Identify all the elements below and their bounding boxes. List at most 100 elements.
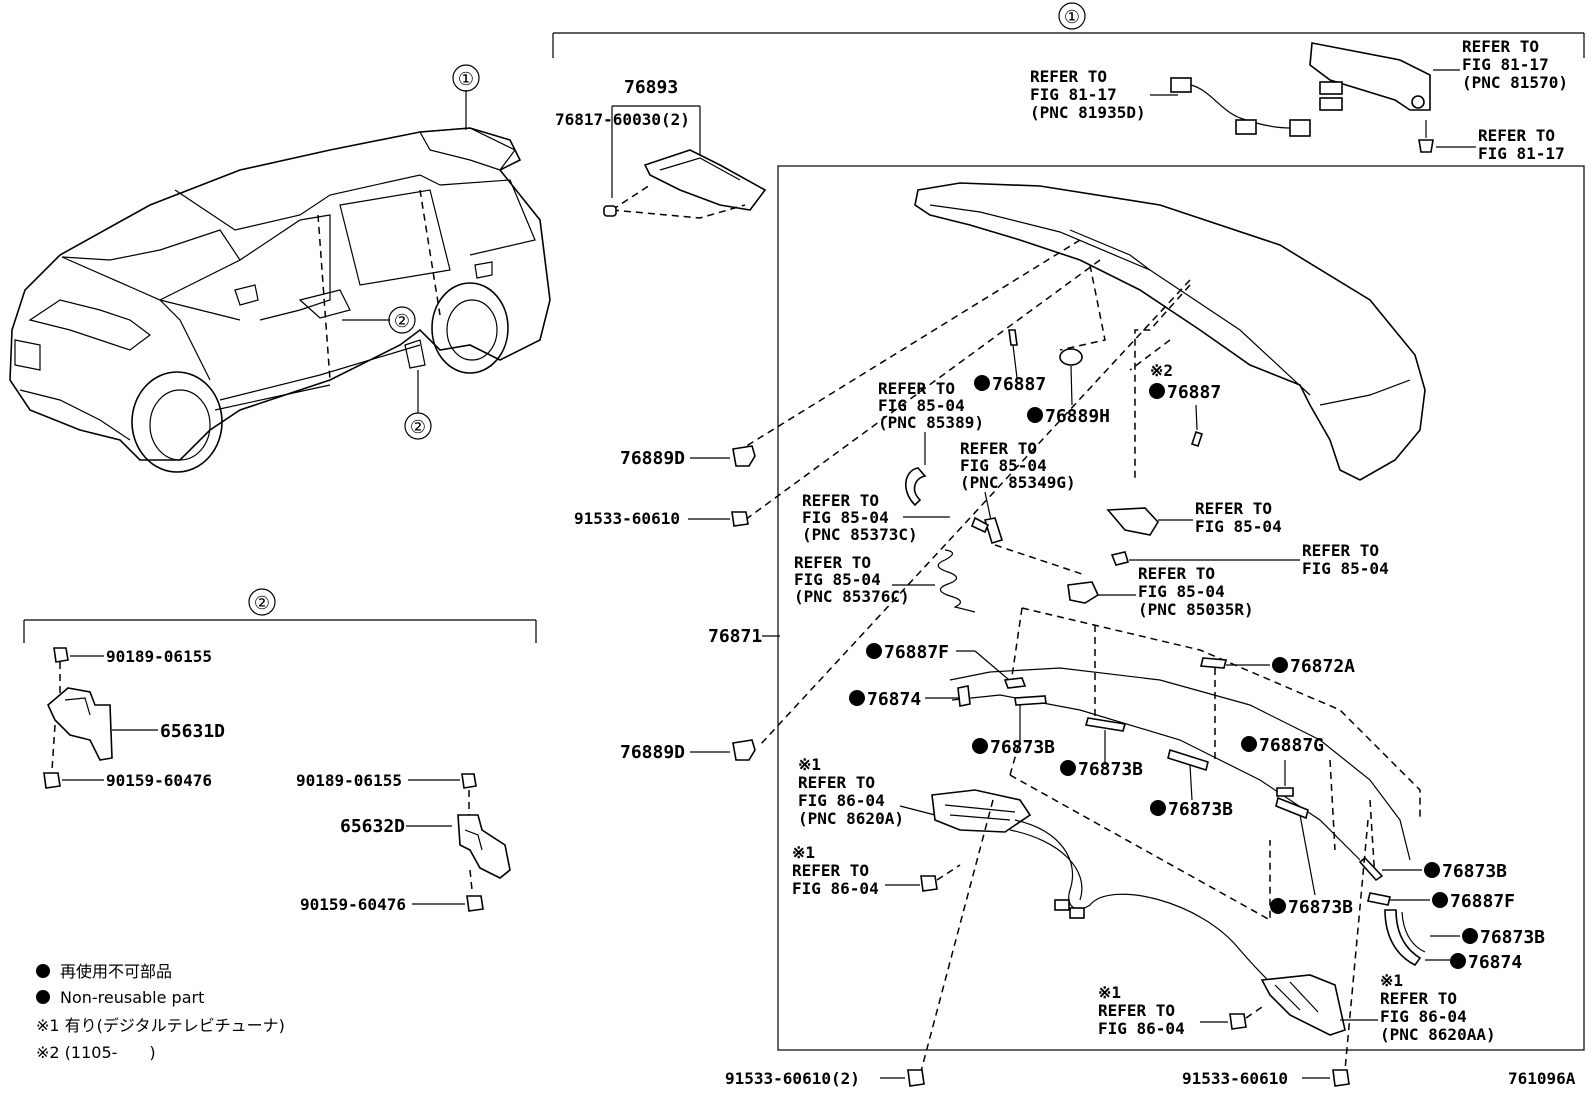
part-91533-60610-upper: 91533-60610 <box>574 509 749 528</box>
part-76871-label: 76871 <box>708 626 780 647</box>
svg-text:76874: 76874 <box>867 689 921 710</box>
svg-text:(PNC 8620AA): (PNC 8620AA) <box>1380 1025 1496 1044</box>
svg-text:FIG 85-04: FIG 85-04 <box>1302 559 1389 578</box>
svg-text:76873B: 76873B <box>1168 799 1233 820</box>
figure-code: 761096A <box>1508 1069 1576 1088</box>
hose-85389: REFER TO FIG 85-04 (PNC 85389) <box>878 379 984 507</box>
svg-text:FIG 85-04: FIG 85-04 <box>1195 517 1282 536</box>
svg-text:76873B: 76873B <box>990 737 1055 758</box>
svg-text:(PNC 85035R): (PNC 85035R) <box>1138 600 1254 619</box>
svg-text:※1: ※1 <box>1098 983 1121 1002</box>
part-76872A: 76872A <box>1199 656 1355 677</box>
svg-text:76887: 76887 <box>1167 382 1221 403</box>
svg-text:REFER TO: REFER TO <box>1138 564 1215 583</box>
svg-text:(PNC 85376C): (PNC 85376C) <box>794 587 910 606</box>
callout-2-vehicle-door: ② <box>388 306 416 334</box>
part-90189-06155-a: 90189-06155 <box>53 647 212 700</box>
part-91533-60610-lower-right: 91533-60610 <box>1182 819 1369 1088</box>
svg-text:REFER TO: REFER TO <box>960 439 1037 458</box>
part-76873B-4: 76873B <box>1270 796 1353 918</box>
rear-spoiler-76871 <box>739 182 1426 746</box>
callout-2-vehicle-step: ② <box>404 412 432 440</box>
svg-text:76887F: 76887F <box>1450 891 1515 912</box>
part-76873B-3: 76873B <box>1150 748 1233 820</box>
part-76889D-upper: 76889D <box>620 445 756 469</box>
legend: 再使用不可部品 Non-reusable part ※1 有り(デジタルテレビチ… <box>36 962 285 1062</box>
svg-text:76871: 76871 <box>708 626 762 647</box>
svg-text:90189-06155: 90189-06155 <box>296 771 402 790</box>
svg-text:65631D: 65631D <box>160 721 225 742</box>
svg-text:FIG 86-04: FIG 86-04 <box>792 879 879 898</box>
svg-text:②: ② <box>410 417 426 438</box>
spoiler-cover-lower <box>949 607 1421 922</box>
svg-text:76893: 76893 <box>624 77 678 98</box>
nozzle-85035R: REFER TO FIG 85-04 (PNC 85035R) <box>1067 564 1254 619</box>
svg-text:REFER TO: REFER TO <box>798 773 875 792</box>
svg-text:FIG 85-04: FIG 85-04 <box>802 508 889 527</box>
svg-text:②: ② <box>254 593 270 614</box>
part-76873B-6-and-76874: 76873B 76874 <box>1384 909 1545 973</box>
svg-text:90159-60476: 90159-60476 <box>106 771 212 790</box>
svg-text:FIG 86-04: FIG 86-04 <box>1380 1007 1467 1026</box>
group-2-bracket: ② <box>23 588 537 643</box>
part-65632D: 65632D <box>340 814 511 891</box>
svg-text:FIG 81-17: FIG 81-17 <box>1462 55 1549 74</box>
svg-text:(PNC 85389): (PNC 85389) <box>878 413 984 432</box>
part-76874-upper: 76874 <box>849 685 971 710</box>
part-76887G: 76887G <box>1241 735 1324 797</box>
svg-text:REFER TO: REFER TO <box>802 491 879 510</box>
svg-text:②: ② <box>394 311 410 332</box>
svg-text:FIG 85-04: FIG 85-04 <box>1138 582 1225 601</box>
svg-text:76872A: 76872A <box>1290 656 1355 677</box>
part-90189-06155-b: 90189-06155 <box>296 771 477 815</box>
svg-text:76874: 76874 <box>1468 952 1522 973</box>
svg-text:※1: ※1 <box>1380 971 1403 990</box>
part-76889D-lower: 76889D <box>620 739 756 763</box>
part-76889H: 76889H <box>1027 348 1110 427</box>
ref-fig-86-04-screw-right: ※1 REFER TO FIG 86-04 <box>1098 983 1266 1038</box>
svg-text:76873B: 76873B <box>1442 861 1507 882</box>
svg-text:再使用不可部品: 再使用不可部品 <box>60 962 172 981</box>
antenna-amp-8620AA: ※1 REFER TO FIG 86-04 (PNC 8620AA) <box>1260 971 1496 1044</box>
svg-text:FIG 85-04: FIG 85-04 <box>960 456 1047 475</box>
svg-text:FIG 81-17: FIG 81-17 <box>1478 144 1565 163</box>
svg-text:※1: ※1 <box>798 755 821 774</box>
svg-text:※1: ※1 <box>792 843 815 862</box>
high-mount-stop-lamp: REFER TO FIG 81-17 (PNC 81570) REFER TO … <box>1309 37 1568 163</box>
hose-link-dash <box>994 544 1086 576</box>
part-76893-bracket: 76893 76817-60030(2) <box>555 77 767 219</box>
part-91533-60610-2-lower-left: 91533-60610(2) <box>725 799 994 1088</box>
hose-85376C: REFER TO FIG 85-04 (PNC 85376C) <box>794 549 976 613</box>
group-1-bracket: ① <box>552 2 1585 58</box>
svg-text:REFER TO: REFER TO <box>1380 989 1457 1008</box>
svg-text:REFER TO: REFER TO <box>1030 67 1107 86</box>
part-76887-clip: 76887 <box>974 329 1046 395</box>
svg-text:76873B: 76873B <box>1480 927 1545 948</box>
svg-text:76873B: 76873B <box>1288 897 1353 918</box>
svg-text:76887F: 76887F <box>884 642 949 663</box>
svg-text:76889D: 76889D <box>620 448 685 469</box>
callout-1-vehicle: ① <box>452 64 480 92</box>
antenna-8620A: ※1 REFER TO FIG 86-04 (PNC 8620A) <box>798 755 1311 1021</box>
svg-text:91533-60610: 91533-60610 <box>574 509 680 528</box>
connector-85349G: REFER TO FIG 85-04 (PNC 85349G) <box>960 439 1076 544</box>
clip-fig-85-04-b: REFER TO FIG 85-04 <box>1110 541 1389 578</box>
svg-text:①: ① <box>458 69 474 90</box>
svg-text:※2: ※2 <box>1150 361 1173 380</box>
part-90159-60476-b: 90159-60476 <box>300 895 484 914</box>
svg-text:FIG 86-04: FIG 86-04 <box>1098 1019 1185 1038</box>
svg-text:FIG 86-04: FIG 86-04 <box>798 791 885 810</box>
part-76887-note2: ※2 76887 <box>1149 361 1221 448</box>
svg-text:(PNC 85373C): (PNC 85373C) <box>802 525 918 544</box>
svg-text:76889D: 76889D <box>620 742 685 763</box>
svg-text:REFER TO: REFER TO <box>1098 1001 1175 1020</box>
vehicle-illustration <box>9 90 551 473</box>
wire-harness-81935d: REFER TO FIG 81-17 (PNC 81935D) <box>1030 67 1311 137</box>
hose-85373C: REFER TO FIG 85-04 (PNC 85373C) <box>802 491 992 561</box>
svg-text:76873B: 76873B <box>1078 759 1143 780</box>
svg-text:76889H: 76889H <box>1045 406 1110 427</box>
svg-text:REFER TO: REFER TO <box>1462 37 1539 56</box>
svg-text:76887: 76887 <box>992 374 1046 395</box>
ref-fig-86-04-screw-left: ※1 REFER TO FIG 86-04 <box>792 843 961 898</box>
